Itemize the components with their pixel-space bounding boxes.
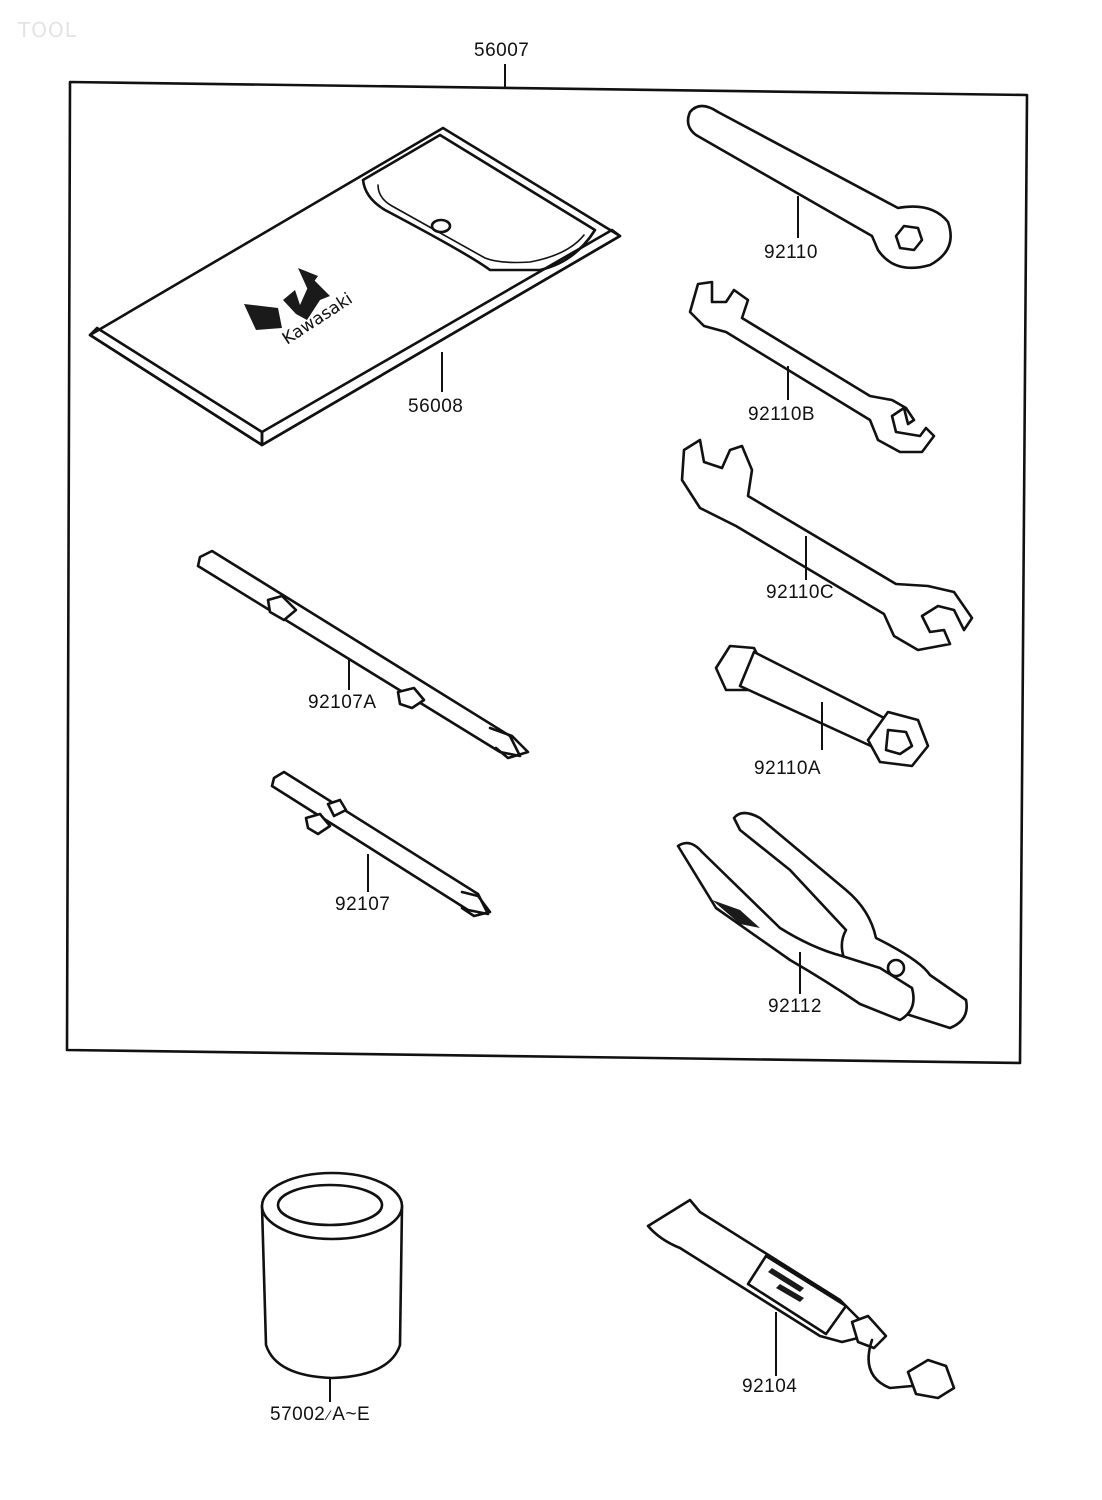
oil-filter-suffix: A~E xyxy=(332,1404,371,1425)
kit-frame xyxy=(65,64,1029,1065)
part-label-oil-filter: 57002⁄A~E xyxy=(270,1404,370,1426)
part-label-grease-tube: 92104 xyxy=(742,1376,798,1397)
part-label-box-wrench: 92110 xyxy=(764,242,818,263)
part-label-pouch: 56008 xyxy=(408,396,464,417)
screwdriver-short-illustration xyxy=(270,770,492,918)
grease-tube-illustration xyxy=(646,1198,956,1400)
watermark-text: TOOL xyxy=(18,18,77,42)
open-wrench-large-illustration xyxy=(680,438,974,652)
screwdriver-long-illustration xyxy=(196,549,530,760)
part-label-wrench-large: 92110C xyxy=(766,582,835,603)
oil-filter-number: 57002 xyxy=(270,1404,326,1425)
tool-pouch-illustration: Kawasaki xyxy=(88,126,622,447)
oil-filter-separator: ⁄ xyxy=(327,1407,331,1423)
part-label-plug-wrench: 92110A xyxy=(754,758,822,779)
part-label-wrench-small: 92110B xyxy=(748,404,816,425)
part-label-screwdriver-long: 92107A xyxy=(308,692,377,713)
spark-plug-wrench-illustration xyxy=(714,644,930,768)
oil-filter-illustration xyxy=(260,1171,404,1402)
part-label-kit: 56007 xyxy=(474,40,530,61)
part-label-screwdriver-short: 92107 xyxy=(335,894,391,915)
box-wrench-illustration xyxy=(686,104,952,270)
part-label-pliers: 92112 xyxy=(768,996,822,1017)
pliers-illustration xyxy=(676,811,968,1030)
open-wrench-small-illustration xyxy=(688,280,936,454)
